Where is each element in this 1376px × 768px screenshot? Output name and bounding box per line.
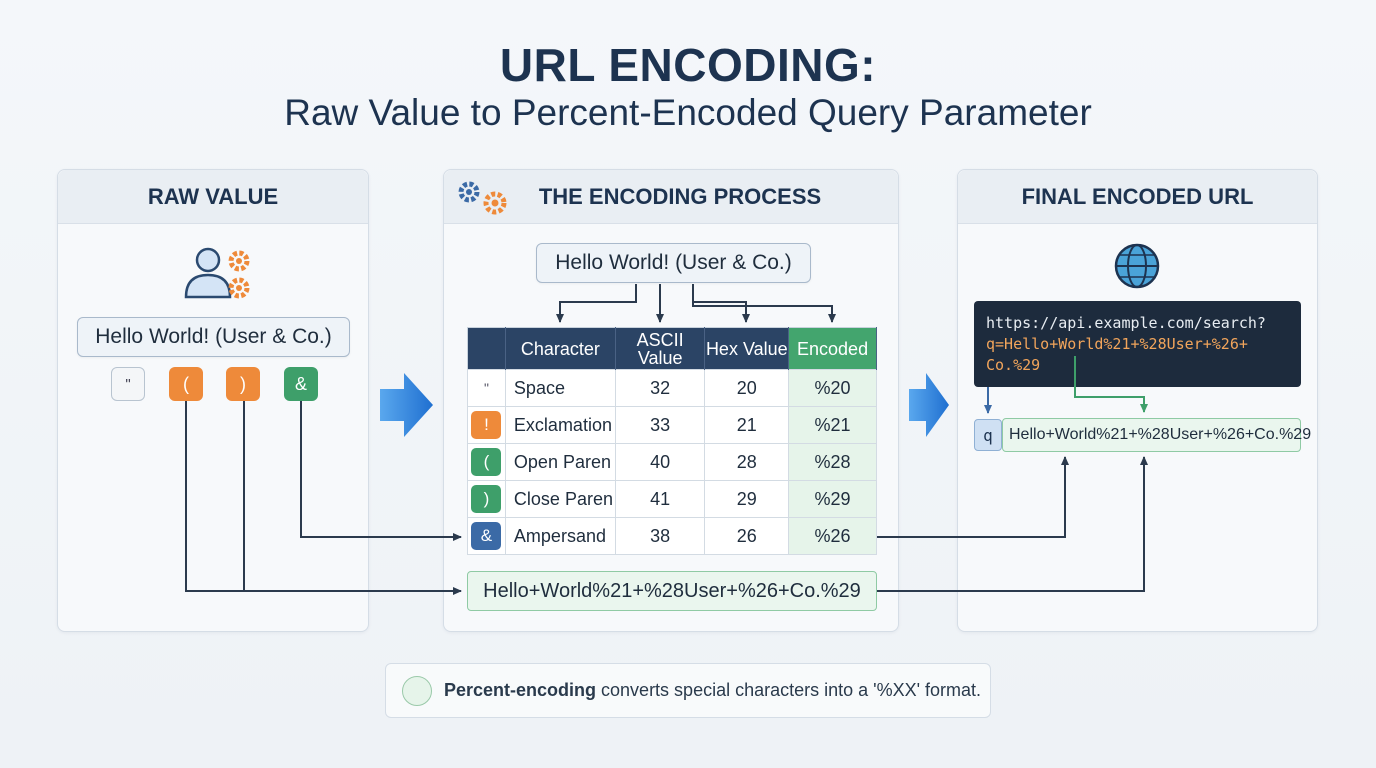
final-url-panel-title: FINAL ENCODED URL xyxy=(958,170,1317,224)
exclamation-symbol: ! xyxy=(471,411,502,439)
encoded-result-box: Hello+World%21+%28User+%26+Co.%29 xyxy=(467,571,877,611)
chip-quote: " xyxy=(111,367,145,401)
raw-value-panel: RAW VALUE xyxy=(57,169,369,632)
header-icon-col xyxy=(467,327,506,370)
process-input-box: Hello World! (User & Co.) xyxy=(536,243,811,283)
encoding-process-panel-title: THE ENCODING PROCESS xyxy=(444,170,898,224)
cell-encoded: %20 xyxy=(788,369,877,407)
encoding-table: Character ASCII Value Hex Value Encoded … xyxy=(467,327,877,555)
open-paren-symbol: ( xyxy=(471,448,502,476)
quote-symbol: " xyxy=(483,380,489,396)
cell-name: Close Paren xyxy=(504,480,616,518)
table-row: ) Close Paren 41 29 %29 xyxy=(467,480,877,518)
chip-ampersand: & xyxy=(284,367,318,401)
info-dot-icon xyxy=(402,675,432,706)
cell-encoded: %21 xyxy=(788,406,877,444)
cell-hex: 26 xyxy=(704,517,790,555)
header-hex: Hex Value xyxy=(704,327,790,370)
table-header-row: Character ASCII Value Hex Value Encoded xyxy=(467,327,877,370)
table-row: ! Exclamation 33 21 %21 xyxy=(467,406,877,444)
chip-open-paren: ( xyxy=(169,367,203,401)
table-row: & Ampersand 38 26 %26 xyxy=(467,517,877,555)
cell-hex: 20 xyxy=(704,369,790,407)
page-title: URL ENCODING: xyxy=(499,39,877,91)
note-text: converts special characters into a '%XX'… xyxy=(596,680,982,700)
cell-hex: 28 xyxy=(704,443,790,481)
note-bold: Percent-encoding xyxy=(444,680,597,700)
cell-name: Exclamation xyxy=(504,406,616,444)
param-key-box: q xyxy=(974,419,1002,451)
cell-hex: 29 xyxy=(704,480,790,518)
header-ascii: ASCII Value xyxy=(615,327,706,370)
chip-close-paren: ) xyxy=(226,367,260,401)
cell-ascii: 40 xyxy=(614,443,706,481)
cell-ascii: 38 xyxy=(614,517,706,555)
flow-arrow-1 xyxy=(380,373,433,437)
header-character: Character xyxy=(505,327,616,370)
cell-name: Space xyxy=(504,369,616,407)
cell-name: Ampersand xyxy=(504,517,616,555)
url-line-1: https://api.example.com/search? xyxy=(986,314,1266,332)
cell-ascii: 33 xyxy=(614,406,706,444)
flow-arrow-2 xyxy=(909,373,949,437)
table-row: ( Open Paren 40 28 %28 xyxy=(467,443,877,481)
url-line-3: Co.%29 xyxy=(986,356,1041,374)
footnote: Percent-encoding converts special charac… xyxy=(385,663,991,718)
final-url-panel: FINAL ENCODED URL xyxy=(957,169,1318,632)
url-code-block: https://api.example.com/search? q=Hello+… xyxy=(974,301,1301,387)
cell-encoded: %29 xyxy=(788,480,877,518)
page-subtitle: Raw Value to Percent-Encoded Query Param… xyxy=(284,92,1092,133)
cell-encoded: %26 xyxy=(788,517,877,555)
cell-name: Open Paren xyxy=(504,443,616,481)
close-paren-symbol: ) xyxy=(471,485,502,513)
raw-value-panel-title: RAW VALUE xyxy=(58,170,368,224)
header-encoded: Encoded xyxy=(788,327,877,370)
table-row: " Space 32 20 %20 xyxy=(467,369,877,407)
url-param-value: =Hello+World%21+%28User+%26+ xyxy=(995,335,1248,353)
ampersand-symbol: & xyxy=(471,522,502,550)
raw-value-box: Hello World! (User & Co.) xyxy=(77,317,350,357)
cell-ascii: 32 xyxy=(614,369,706,407)
cell-encoded: %28 xyxy=(788,443,877,481)
cell-ascii: 41 xyxy=(614,480,706,518)
cell-hex: 21 xyxy=(704,406,790,444)
param-value-box: Hello+World%21+%28User+%26+Co.%29 xyxy=(1002,418,1311,452)
url-param-key: q xyxy=(986,335,996,353)
